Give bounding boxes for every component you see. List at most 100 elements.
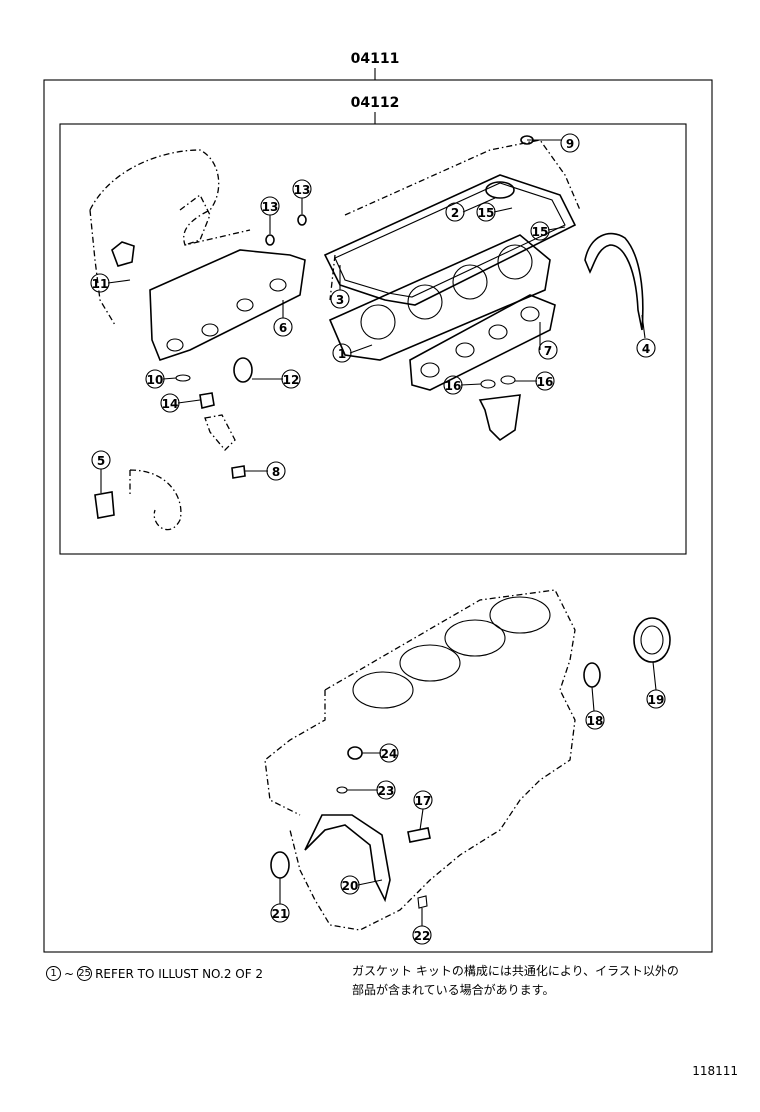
callout[interactable]: 2 [445,197,496,222]
range-start-number: 1 [46,966,61,981]
svg-text:12: 12 [283,373,300,387]
callout[interactable]: 13 [260,196,280,234]
callout[interactable]: 9 [527,133,580,153]
callout[interactable]: 15 [476,202,513,222]
kit-outer-frame [43,79,713,953]
washer [265,234,275,246]
callout[interactable]: 5 [91,450,111,493]
callout[interactable]: 8 [245,461,286,481]
svg-text:10: 10 [147,373,164,387]
sensor-part [111,241,135,267]
oil-strainer-gasket [407,827,431,843]
gasket-bore [497,244,533,280]
small-ring [336,786,348,794]
head-cover-outline [329,139,581,301]
cylinder-bore [444,619,506,657]
gasket-bore [452,264,488,300]
svg-text:5: 5 [97,454,105,468]
callout[interactable]: 14 [160,393,201,413]
callout[interactable]: 23 [347,780,396,800]
callout[interactable]: 7 [538,322,558,360]
svg-text:18: 18 [587,714,604,728]
svg-text:8: 8 [272,465,280,479]
water-outlet [478,394,521,442]
o-ring [500,375,516,385]
exhaust-gasket [409,294,556,391]
gasket-port [420,362,440,378]
timing-cover-gasket [584,232,644,331]
callout[interactable]: 22 [412,908,432,945]
cover-gasket [323,174,577,306]
kit-outer-label[interactable]: 04111 [351,51,400,67]
exhaust-manifold-gasket [149,249,306,361]
washer [297,214,307,226]
svg-text:3: 3 [336,293,344,307]
gasket-port [488,324,508,340]
intake-manifold-outline [89,149,251,326]
callout[interactable]: 6 [273,300,293,337]
callout[interactable]: 16 [515,371,555,391]
gasket-bore [407,284,443,320]
callout[interactable]: 4 [636,314,656,358]
small-grommet [231,465,246,479]
japanese-note: ガスケット キットの構成には共通化により、イラスト以外の 部品が含まれている場合… [352,962,732,1000]
callout[interactable]: 21 [270,878,290,923]
svg-text:11: 11 [92,277,109,291]
kit-inner-frame [59,123,687,555]
svg-text:1: 1 [338,347,346,361]
range-end-number: 25 [77,966,93,981]
callout[interactable]: 16 [443,375,482,395]
svg-text:15: 15 [478,206,495,220]
callout[interactable]: 20 [340,875,383,895]
callout[interactable]: 18 [585,686,605,730]
kit-inner-label[interactable]: 04112 [351,95,400,111]
drain-plug-gasket [417,895,428,909]
svg-text:13: 13 [262,200,279,214]
gasket-port [520,306,540,322]
cylinder-bore [489,596,551,634]
callout[interactable]: 15 [530,221,566,241]
callout[interactable]: 17 [413,790,433,831]
small-part [199,392,215,409]
svg-text:9: 9 [566,137,574,151]
svg-text:6: 6 [279,321,287,335]
svg-text:16: 16 [445,379,462,393]
o-ring [347,746,363,760]
svg-text:15: 15 [532,225,549,239]
gasket-port [166,338,184,352]
reference-note: 1 ~ 25 REFER TO ILLUST NO.2 OF 2 [46,966,263,981]
oil-pan-gasket [304,814,391,903]
svg-text:21: 21 [272,907,289,921]
head-gasket [328,234,551,361]
japanese-note-line-2: 部品が含まれている場合があります。 [352,983,555,997]
callout[interactable]: 19 [646,661,666,709]
gasket-port [201,323,219,337]
pipe-gasket [94,491,115,519]
rear-oil-seal [633,617,671,663]
small-gasket [175,374,191,382]
svg-text:22: 22 [414,929,431,943]
o-ring [480,379,496,389]
gasket-port [455,342,475,358]
callout[interactable]: 1 [332,343,373,363]
rear-oil-seal-inner [640,625,664,655]
engine-block-outline [264,589,576,931]
svg-text:16: 16 [537,375,554,389]
svg-text:13: 13 [294,183,311,197]
range-tilde: ~ [64,966,75,981]
oil-seal [233,357,253,383]
svg-text:17: 17 [415,794,432,808]
callout[interactable]: 10 [145,369,177,389]
callout[interactable]: 13 [292,179,312,214]
gasket-bore [360,304,396,340]
callout[interactable]: 12 [252,369,301,389]
oil-seal [583,662,601,688]
callout[interactable]: 24 [362,743,399,763]
injector-outline [204,414,236,451]
cylinder-bore [352,671,414,709]
callout[interactable]: 3 [330,265,350,309]
callout[interactable]: 11 [90,273,131,293]
gasket-port [269,278,287,292]
grommet [485,181,515,199]
